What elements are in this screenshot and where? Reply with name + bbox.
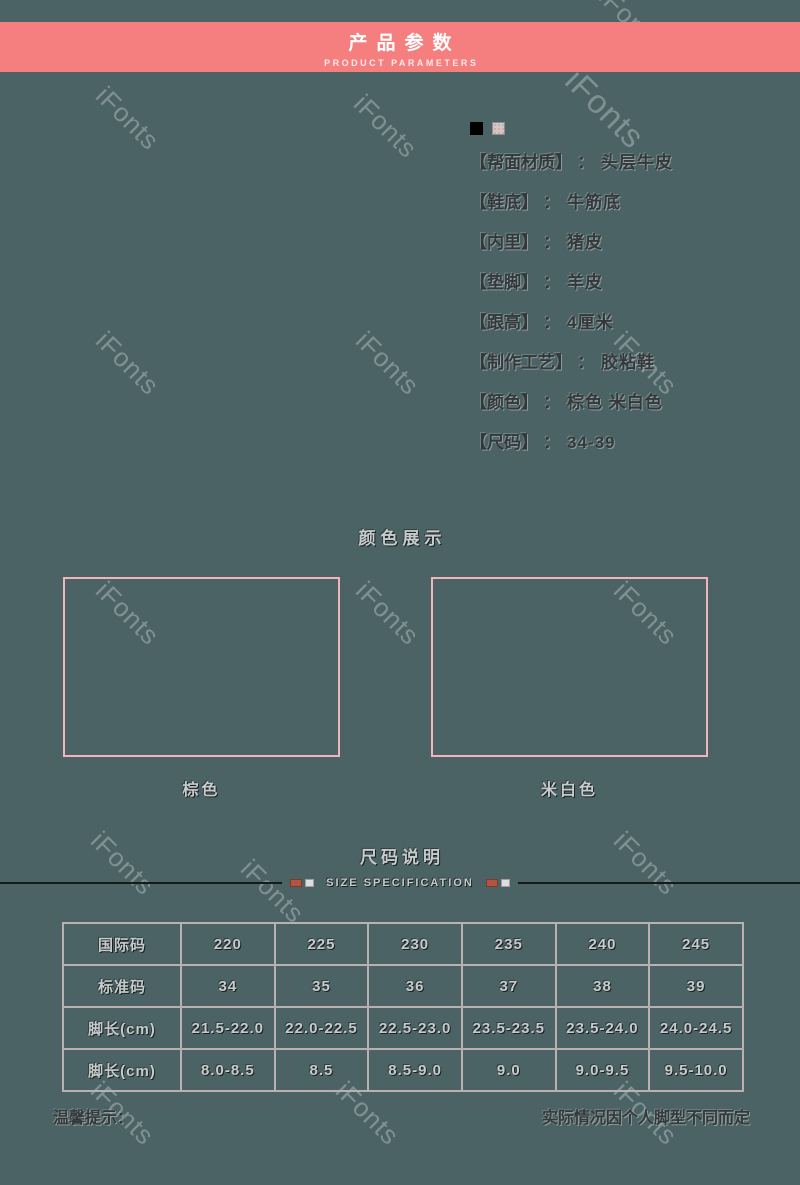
divider-ornament-right <box>485 879 510 887</box>
param-value: 棕色 米白色 <box>567 393 663 412</box>
color-image-box-brown <box>63 577 340 757</box>
param-value: 4厘米 <box>567 313 614 332</box>
table-row-foot-length-inch: 脚长(cm) 8.0-8.5 8.5 8.5-9.0 9.0 9.0-9.5 9… <box>62 1048 744 1092</box>
ornament-white-square <box>500 879 510 887</box>
banner-title: 产品参数 <box>348 33 461 54</box>
table-cell: 8.0-8.5 <box>180 1048 276 1092</box>
color-image-box-beige <box>431 577 708 757</box>
param-separator: ： <box>543 313 560 332</box>
param-label: 【制作工艺】 <box>470 353 572 372</box>
ifonts-watermark: iFonts <box>89 80 166 156</box>
swatch-beige <box>492 122 505 135</box>
table-cell: 21.5-22.0 <box>180 1006 276 1050</box>
size-table: 国际码 220 225 230 235 240 245 标准码 34 35 36… <box>62 922 744 1092</box>
table-cell: 37 <box>460 964 557 1008</box>
param-row-color: 【颜色】 ： 棕色 米白色 <box>470 388 673 413</box>
table-cell: 35 <box>273 964 370 1008</box>
param-row-lining: 【内里】 ： 猪皮 <box>470 228 673 253</box>
ifonts-watermark: iFonts <box>558 61 653 156</box>
param-separator: ： <box>543 193 560 212</box>
section-banner: 产品参数 PRODUCT PARAMETERS <box>0 22 800 72</box>
param-separator: ： <box>577 353 594 372</box>
param-label: 【内里】 <box>470 233 538 252</box>
table-row-standard-size: 标准码 34 35 36 37 38 39 <box>62 964 744 1008</box>
param-value: 羊皮 <box>567 273 603 292</box>
param-label: 【颜色】 <box>470 393 538 412</box>
table-cell: 240 <box>554 922 651 966</box>
swatch-black <box>470 122 483 135</box>
param-value: 胶粘鞋 <box>601 353 655 372</box>
divider-line-right <box>517 882 800 884</box>
table-cell: 235 <box>460 922 557 966</box>
table-row-international-size: 国际码 220 225 230 235 240 245 <box>62 922 744 966</box>
table-cell: 22.5-23.0 <box>367 1006 463 1050</box>
ifonts-watermark: iFonts <box>349 575 426 651</box>
param-value: 牛筋底 <box>567 193 621 212</box>
parameter-list: 【帮面材质】 ： 头层牛皮 【鞋底】 ： 牛筋底 【内里】 ： 猪皮 【垫脚】 … <box>470 148 673 468</box>
row-header: 脚长(cm) <box>62 1048 182 1092</box>
param-value: 猪皮 <box>567 233 603 252</box>
table-cell: 245 <box>648 922 744 966</box>
param-value: 头层牛皮 <box>601 153 673 172</box>
size-section-subtitle: SIZE SPECIFICATION <box>326 877 474 889</box>
param-row-size-range: 【尺码】 ： 34-39 <box>470 428 673 453</box>
param-label: 【垫脚】 <box>470 273 538 292</box>
ifonts-watermark: iFonts <box>347 88 424 164</box>
table-cell: 39 <box>648 964 744 1008</box>
size-section-divider: SIZE SPECIFICATION <box>0 874 800 892</box>
table-cell: 9.0 <box>460 1048 557 1092</box>
row-header: 标准码 <box>62 964 182 1008</box>
table-cell: 220 <box>180 922 276 966</box>
param-row-upper-material: 【帮面材质】 ： 头层牛皮 <box>470 148 673 173</box>
divider-ornament-left <box>290 879 315 887</box>
table-row-foot-length-cm: 脚长(cm) 21.5-22.0 22.0-22.5 22.5-23.0 23.… <box>62 1006 744 1050</box>
table-cell: 24.0-24.5 <box>648 1006 744 1050</box>
ornament-red-square <box>485 879 498 887</box>
table-cell: 36 <box>367 964 463 1008</box>
table-cell: 8.5 <box>273 1048 370 1092</box>
param-label: 【尺码】 <box>470 433 538 452</box>
color-swatch-row <box>470 122 505 135</box>
table-cell: 9.0-9.5 <box>554 1048 651 1092</box>
table-cell: 22.0-22.5 <box>273 1006 370 1050</box>
table-cell: 23.5-24.0 <box>554 1006 651 1050</box>
color-label-brown: 棕色 <box>182 782 221 799</box>
divider-line-left <box>0 882 283 884</box>
table-cell: 8.5-9.0 <box>367 1048 463 1092</box>
param-separator: ： <box>543 273 560 292</box>
footer-disclaimer: 实际情况因个人脚型不同而定 <box>541 1110 750 1127</box>
row-header: 国际码 <box>62 922 182 966</box>
param-separator: ： <box>543 433 560 452</box>
param-separator: ： <box>543 233 560 252</box>
param-label: 【跟高】 <box>470 313 538 332</box>
footer-notes: 温馨提示： 实际情况因个人脚型不同而定 <box>53 1104 750 1128</box>
ifonts-watermark: iFonts <box>349 325 426 401</box>
footer-tip-label: 温馨提示： <box>53 1110 134 1127</box>
table-cell: 23.5-23.5 <box>460 1006 557 1050</box>
param-row-craft: 【制作工艺】 ： 胶粘鞋 <box>470 348 673 373</box>
size-section-title: 尺码说明 <box>360 848 444 867</box>
table-cell: 9.5-10.0 <box>648 1048 744 1092</box>
param-separator: ： <box>577 153 594 172</box>
param-separator: ： <box>543 393 560 412</box>
param-value: 34-39 <box>567 433 616 452</box>
ornament-red-square <box>290 879 303 887</box>
table-cell: 225 <box>273 922 370 966</box>
param-label: 【帮面材质】 <box>470 153 572 172</box>
ifonts-watermark: iFonts <box>89 325 166 401</box>
table-cell: 34 <box>180 964 276 1008</box>
param-label: 【鞋底】 <box>470 193 538 212</box>
param-row-heel-height: 【跟高】 ： 4厘米 <box>470 308 673 333</box>
param-row-sole: 【鞋底】 ： 牛筋底 <box>470 188 673 213</box>
ornament-white-square <box>305 879 315 887</box>
row-header: 脚长(cm) <box>62 1006 182 1050</box>
param-row-insole: 【垫脚】 ： 羊皮 <box>470 268 673 293</box>
color-label-beige: 米白色 <box>540 782 598 799</box>
color-section-title: 颜色展示 <box>358 529 447 548</box>
table-cell: 230 <box>367 922 463 966</box>
table-cell: 38 <box>554 964 651 1008</box>
banner-subtitle: PRODUCT PARAMETERS <box>324 58 479 68</box>
